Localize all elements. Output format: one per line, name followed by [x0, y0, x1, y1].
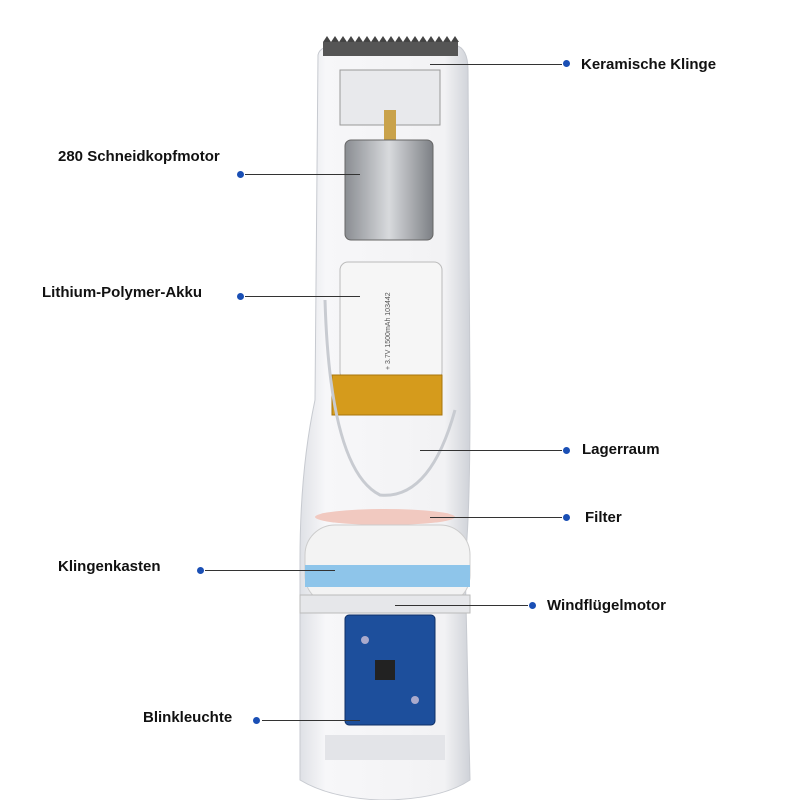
dot-ceramic-blade: [563, 60, 570, 67]
label-battery: Lithium-Polymer-Akku: [42, 284, 203, 301]
dot-fan-motor: [529, 602, 536, 609]
label-filter: Filter: [585, 509, 622, 526]
dot-blade-box: [197, 567, 204, 574]
label-cutter-motor: 280 Schneidkopfmotor: [58, 148, 220, 165]
leader-line-filter: [430, 517, 562, 518]
dot-battery: [237, 293, 244, 300]
label-storage: Lagerraum: [582, 441, 660, 458]
dot-storage: [563, 447, 570, 454]
label-indicator-light: Blinkleuchte: [143, 709, 233, 726]
svg-text:+ 3.7V 1500mAh 103442: + 3.7V 1500mAh 103442: [385, 292, 392, 370]
label-ceramic-blade: Keramische Klinge: [581, 56, 717, 73]
leader-line-cutter-motor: [245, 174, 360, 175]
leader-line-battery: [245, 296, 360, 297]
leader-line-fan-motor: [395, 605, 528, 606]
leader-line-indicator-light: [262, 720, 360, 721]
label-fan-motor: Windflügelmotor: [547, 597, 667, 614]
label-blade-box: Klingenkasten: [58, 558, 161, 575]
leader-line-blade-box: [205, 570, 335, 571]
dot-cutter-motor: [237, 171, 244, 178]
dot-filter: [563, 514, 570, 521]
leader-line-storage: [420, 450, 562, 451]
leader-line-ceramic-blade: [430, 64, 562, 65]
dot-indicator-light: [253, 717, 260, 724]
